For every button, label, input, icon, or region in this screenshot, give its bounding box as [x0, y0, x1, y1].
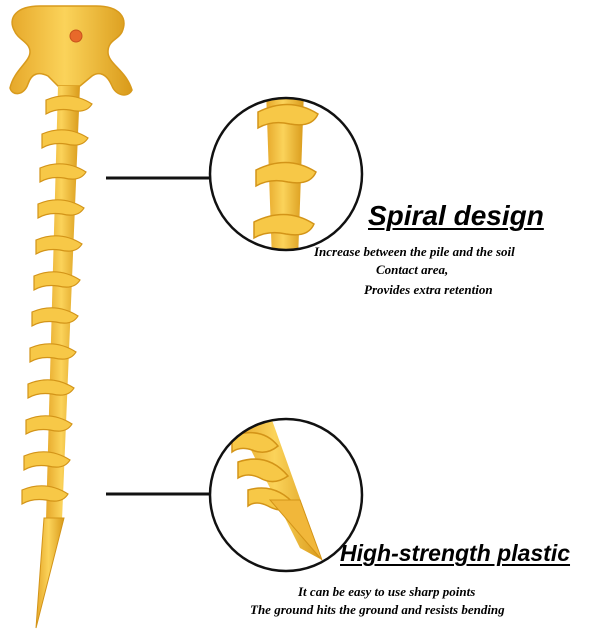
tip-detail-circle	[208, 417, 364, 573]
stake-threads	[21, 95, 93, 506]
spiral-design-line-3: Provides extra retention	[364, 282, 493, 297]
high-strength-line-1: It can be easy to use sharp points	[298, 584, 476, 599]
high-strength-line-2: The ground hits the ground and resists b…	[250, 602, 505, 617]
stake-shaft	[46, 86, 80, 520]
spiral-design-heading: Spiral design	[368, 200, 544, 231]
spiral-design-line-2: Contact area,	[376, 262, 449, 277]
stake-tip	[35, 517, 65, 629]
spiral-detail-circle	[208, 96, 364, 252]
tent-stake	[9, 5, 133, 629]
high-strength-plastic-heading: High-strength plastic	[340, 540, 571, 566]
spiral-design-line-1: Increase between the pile and the soil	[314, 244, 515, 259]
stake-head	[9, 5, 133, 96]
stake-hole	[69, 29, 83, 43]
